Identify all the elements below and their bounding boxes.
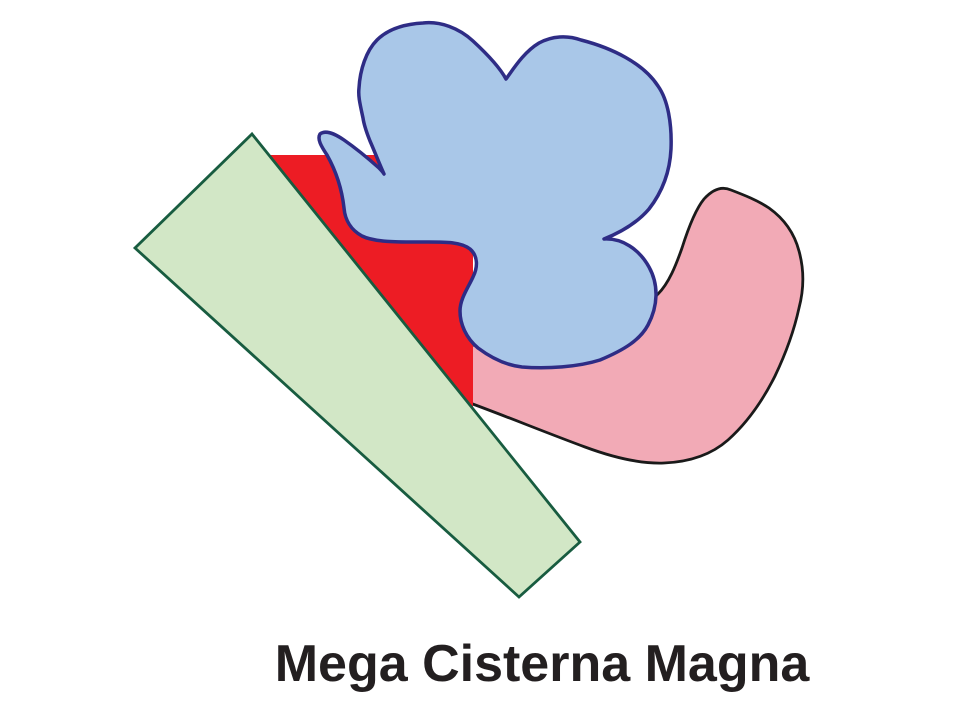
diagram-caption: Mega Cisterna Magna <box>274 635 810 693</box>
cerebellum-shape <box>317 20 673 370</box>
beam-wedge-shape <box>132 131 582 599</box>
